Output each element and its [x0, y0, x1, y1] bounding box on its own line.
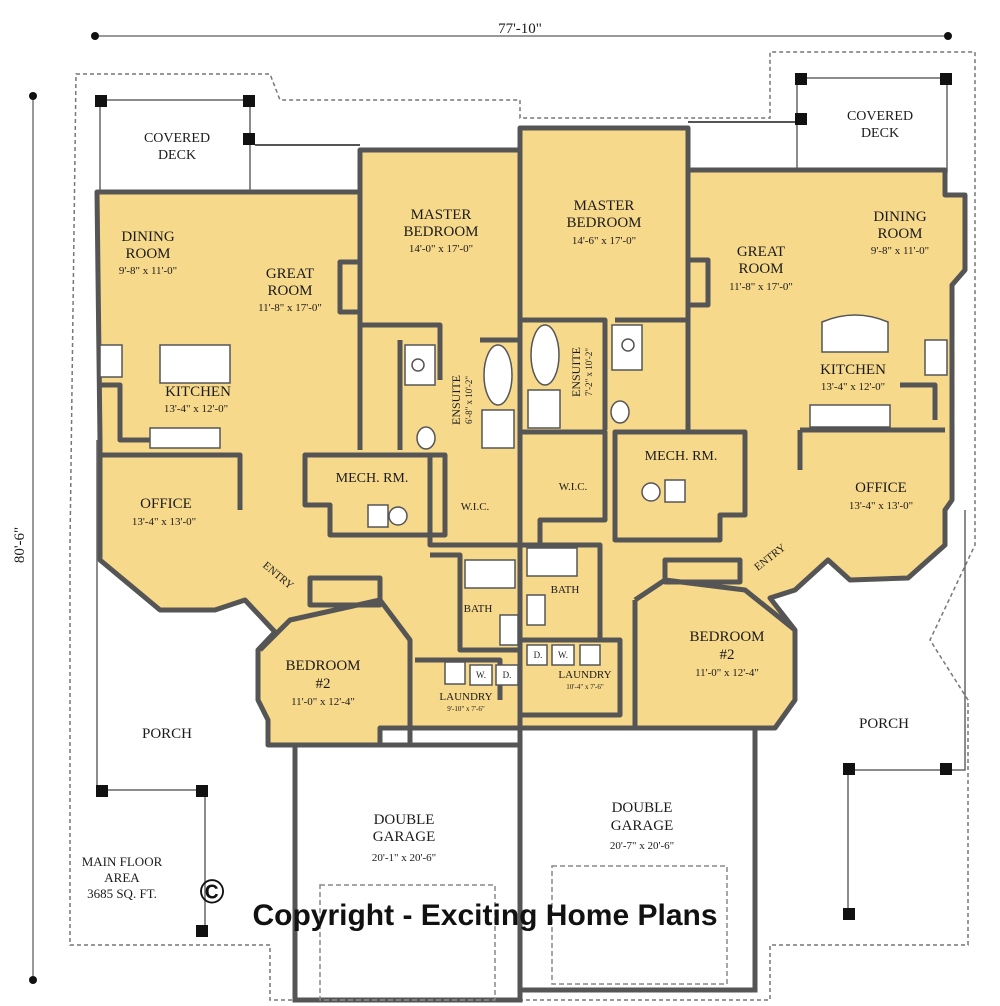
- area-label-2: AREA: [104, 870, 140, 885]
- left-master-bedroom-label-2: BEDROOM: [403, 224, 478, 240]
- left-master-bedroom-size: 14'-0" x 17'-0": [409, 243, 473, 255]
- right-bath-label: BATH: [551, 584, 580, 596]
- right-washer-label: W.: [558, 650, 568, 660]
- right-master-bedroom-label-2: BEDROOM: [566, 215, 641, 231]
- left-dining-room-label: DINING: [121, 229, 174, 245]
- right-great-room-size: 11'-8" x 17'-0": [729, 281, 793, 293]
- right-ensuite-size: 7'-2" x 10'-2": [584, 348, 594, 396]
- right-laundry-size: 10'-4" x 7'-6": [566, 683, 604, 691]
- left-kitchen-label: KITCHEN: [165, 384, 231, 400]
- right-great-room-label-2: ROOM: [738, 261, 783, 277]
- left-mech-room-label: MECH. RM.: [336, 471, 409, 486]
- left-bedroom2-label: BEDROOM: [285, 658, 360, 674]
- right-ensuite-label: ENSUITE: [569, 347, 583, 397]
- dimension-lines: [29, 32, 952, 984]
- right-dryer-label: D.: [534, 650, 543, 660]
- left-bedroom2-size: 11'-0" x 12'-4": [291, 696, 355, 708]
- right-porch: [843, 510, 966, 920]
- left-great-room-label: GREAT: [266, 266, 314, 282]
- copyright-text: Copyright - Exciting Home Plans: [252, 899, 717, 932]
- left-garage-label: DOUBLE: [374, 812, 435, 828]
- right-garage-label: DOUBLE: [612, 800, 673, 816]
- copyright-symbol: ©: [199, 873, 224, 911]
- left-garage-label-2: GARAGE: [373, 829, 436, 845]
- left-kitchen-size: 13'-4" x 12'-0": [164, 403, 228, 415]
- left-laundry-size: 9'-10" x 7'-6": [447, 705, 485, 713]
- left-office-size: 13'-4" x 13'-0": [132, 516, 196, 528]
- depth-dimension: 80'-6": [12, 527, 28, 563]
- right-laundry-label: LAUNDRY: [558, 669, 611, 681]
- left-great-room-label-2: ROOM: [267, 283, 312, 299]
- right-garage-label-2: GARAGE: [611, 818, 674, 834]
- left-ensuite-label: ENSUITE: [449, 375, 463, 425]
- roof-outline: [69, 51, 976, 1001]
- left-dryer-label: D.: [503, 670, 512, 680]
- covered-deck-left: [95, 95, 360, 193]
- left-dining-room-label-2: ROOM: [125, 246, 170, 262]
- width-dimension: 77'-10": [498, 21, 542, 37]
- right-fixtures: [526, 314, 948, 666]
- right-bedroom2-label: BEDROOM: [689, 629, 764, 645]
- right-office-size: 13'-4" x 13'-0": [849, 500, 913, 512]
- right-great-room-label: GREAT: [737, 244, 785, 260]
- left-porch-label: PORCH: [142, 726, 192, 742]
- right-covered-deck-label: COVERED: [847, 109, 913, 124]
- left-garage-door: [319, 884, 496, 1001]
- right-office-label: OFFICE: [855, 480, 907, 496]
- left-garage-size: 20'-1" x 20'-6": [372, 852, 436, 864]
- right-wic-label: W.I.C.: [559, 481, 588, 493]
- right-garage-size: 20'-7" x 20'-6": [610, 840, 674, 852]
- left-wic-label: W.I.C.: [461, 501, 490, 513]
- left-laundry-label: LAUNDRY: [439, 691, 492, 703]
- right-covered-deck-label-2: DECK: [861, 126, 899, 141]
- left-porch: [96, 440, 208, 937]
- right-kitchen-label: KITCHEN: [820, 362, 886, 378]
- area-value: 3685 SQ. FT.: [87, 886, 157, 901]
- left-dining-room-size: 9'-8" x 11'-0": [119, 265, 177, 277]
- left-garage: [292, 742, 523, 1003]
- right-interior-walls: [520, 170, 945, 728]
- area-label: MAIN FLOOR: [82, 854, 163, 869]
- right-mech-room-label: MECH. RM.: [645, 449, 718, 464]
- right-bedroom2-label-2: #2: [720, 647, 735, 663]
- right-bedroom2-size: 11'-0" x 12'-4": [695, 667, 759, 679]
- right-dining-room-size: 9'-8" x 11'-0": [871, 245, 929, 257]
- left-master-bedroom-label: MASTER: [411, 207, 472, 223]
- right-garage-door: [551, 865, 728, 985]
- left-bedroom2-label-2: #2: [316, 676, 331, 692]
- right-unit-floor: [517, 125, 968, 731]
- covered-deck-right: [688, 73, 952, 173]
- left-office-label: OFFICE: [140, 496, 192, 512]
- left-interior-walls: [100, 192, 520, 748]
- right-master-bedroom-label: MASTER: [574, 198, 635, 214]
- right-dining-room-label-2: ROOM: [877, 226, 922, 242]
- left-washer-label: W.: [476, 670, 486, 680]
- left-fixtures: [99, 344, 519, 686]
- left-great-room-size: 11'-8" x 17'-0": [258, 302, 322, 314]
- left-bath-label: BATH: [464, 603, 493, 615]
- left-covered-deck-label: COVERED: [144, 131, 210, 146]
- right-porch-label: PORCH: [859, 716, 909, 732]
- right-master-bedroom-size: 14'-6" x 17'-0": [572, 235, 636, 247]
- left-ensuite-size: 6'-8" x 10'-2": [464, 376, 474, 424]
- right-garage: [517, 725, 758, 993]
- left-covered-deck-label-2: DECK: [158, 148, 196, 163]
- right-dining-room-label: DINING: [873, 209, 926, 225]
- right-kitchen-size: 13'-4" x 12'-0": [821, 381, 885, 393]
- left-unit-floor: [94, 147, 523, 748]
